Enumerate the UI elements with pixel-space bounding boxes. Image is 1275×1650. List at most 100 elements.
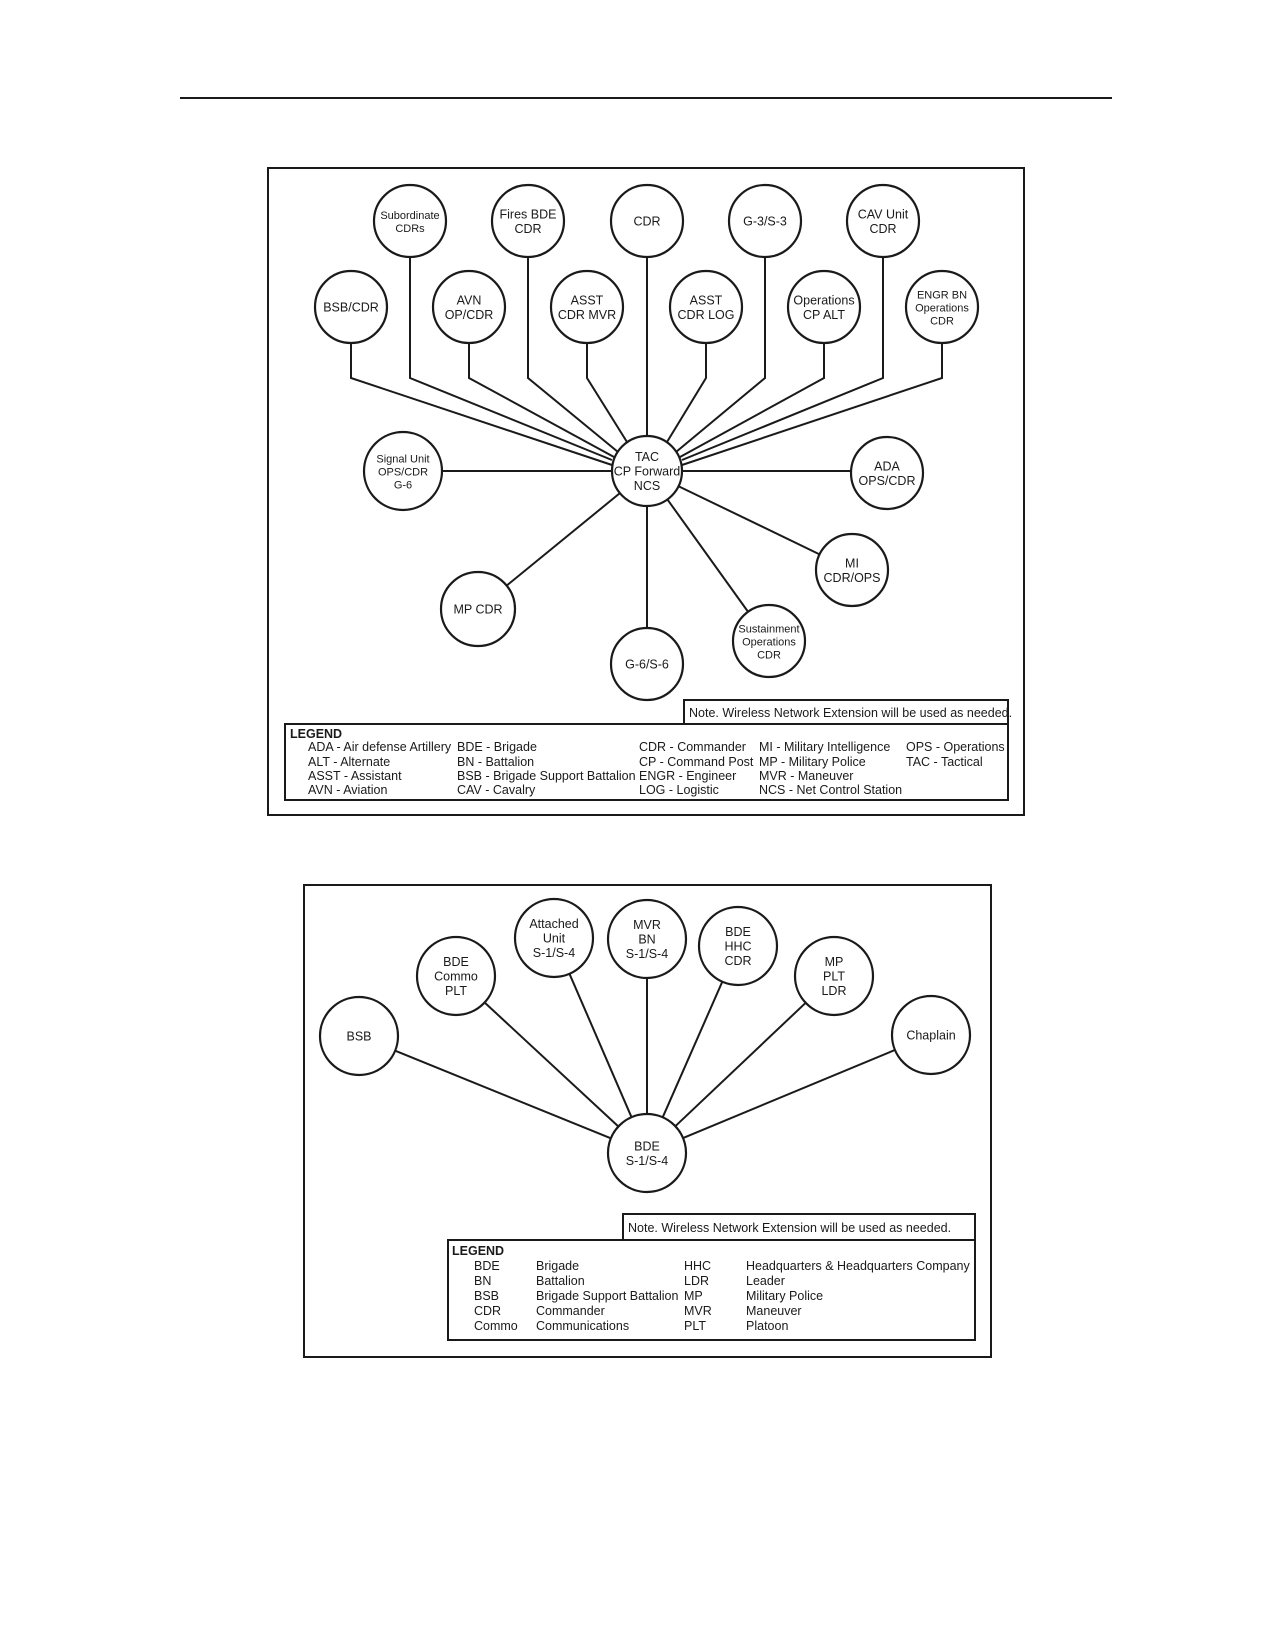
legend-entry: Headquarters & Headquarters Company xyxy=(746,1259,970,1273)
legend-title: LEGEND xyxy=(452,1244,504,1258)
legend-entry: ADA - Air defense Artillery xyxy=(308,740,452,754)
legend-entry: HHC xyxy=(684,1259,711,1273)
legend-entry: OPS - Operations xyxy=(906,740,1005,754)
legend-entry: LOG - Logistic xyxy=(639,783,719,797)
node-label-line: OPS/CDR xyxy=(859,474,916,488)
node-label-line: G-3/S-3 xyxy=(743,215,787,229)
edge-attached-unit xyxy=(568,973,633,1118)
node-label-line: CDR xyxy=(757,650,781,662)
legend-entry: Leader xyxy=(746,1274,785,1288)
node-label-line: G-6/S-6 xyxy=(625,658,669,672)
node-label-line: OPS/CDR xyxy=(378,467,428,479)
edge-chaplain xyxy=(682,1049,896,1139)
node-label-line: ASST xyxy=(690,293,723,307)
node-label-line: Unit xyxy=(543,932,566,946)
node-label-line: Operations xyxy=(742,637,796,649)
legend-entry: NCS - Net Control Station xyxy=(759,783,902,797)
legend-entry: Military Police xyxy=(746,1289,823,1303)
node-circle xyxy=(890,994,972,1076)
node-mp-cdr: MP CDR xyxy=(439,570,517,648)
node-label-line: S-1/S-4 xyxy=(626,947,668,961)
diagram2-note: Note. Wireless Network Extension will be… xyxy=(622,1213,976,1241)
diagram2-nodes: BDES-1/S-4BSBBDECommoPLTAttachedUnitS-1/… xyxy=(318,897,972,1194)
node-circle xyxy=(610,434,684,508)
legend-entry: Brigade Support Battalion xyxy=(536,1289,679,1303)
node-label-line: G-6 xyxy=(394,480,412,492)
node-bsb-cdr: BSB/CDR xyxy=(313,269,389,345)
diagram1-frame xyxy=(267,167,1025,816)
legend-entry: Brigade xyxy=(536,1259,579,1273)
legend-title: LEGEND xyxy=(290,727,342,741)
legend-entry: MI - Military Intelligence xyxy=(759,740,890,754)
legend-entry: Maneuver xyxy=(746,1304,802,1318)
edge-cav-unit-cdr xyxy=(681,257,884,461)
node-label-line: CDR MVR xyxy=(558,308,616,322)
edge-bde-commo-plt xyxy=(483,1001,620,1128)
legend-entries: BDEBNBSBCDRCommoBrigadeBattalionBrigade … xyxy=(474,1259,970,1333)
edge-mp-cdr xyxy=(506,492,621,587)
diagram1-note: Note. Wireless Network Extension will be… xyxy=(683,699,1012,725)
edge-operations-cp-alt xyxy=(679,343,825,458)
legend-box xyxy=(284,723,1009,801)
node-circle xyxy=(793,935,875,1017)
edge-bsb xyxy=(394,1049,612,1140)
node-circle xyxy=(415,935,497,1017)
legend-entry: Communications xyxy=(536,1319,629,1333)
edge-avn-op-cdr xyxy=(468,343,615,458)
node-circle xyxy=(609,626,685,702)
node-label-line: PLT xyxy=(823,970,845,984)
node-label-line: MP CDR xyxy=(453,603,502,617)
diagram-bde-s1s4-network: BDES-1/S-4BSBBDECommoPLTAttachedUnitS-1/… xyxy=(303,884,992,1358)
node-circle xyxy=(697,905,779,987)
node-label-line: TAC xyxy=(635,450,659,464)
node-label-line: CP ALT xyxy=(803,308,845,322)
node-label-line: Operations xyxy=(915,303,969,315)
edge-g3-s3 xyxy=(675,257,766,453)
legend-entry: BDE xyxy=(474,1259,500,1273)
edge-bsb-cdr xyxy=(350,343,613,466)
legend-entry: CAV - Cavalry xyxy=(457,783,536,797)
node-label-line: CDRs xyxy=(395,223,425,235)
edge-engr-bn-operations-cdr xyxy=(681,343,943,466)
node-circle xyxy=(904,269,980,345)
node-circle xyxy=(606,898,688,980)
node-circle xyxy=(609,183,685,259)
legend-entry: BSB - Brigade Support Battalion xyxy=(457,769,636,783)
node-chaplain: Chaplain xyxy=(890,994,972,1076)
edge-bde-hhc-cdr xyxy=(661,981,724,1118)
edge-asst-cdr-mvr xyxy=(586,343,628,443)
legend-entry: BN - Battalion xyxy=(457,755,534,769)
diagram2-legend: LEGEND BDEBNBSBCDRCommoBrigadeBattalionB… xyxy=(447,1239,976,1341)
legend-entry: MVR xyxy=(684,1304,712,1318)
node-label-line: Commo xyxy=(434,970,478,984)
node-circle xyxy=(372,183,448,259)
edge-mi-cdr-ops xyxy=(678,485,821,556)
node-label-line: MI xyxy=(845,556,859,570)
node-label-line: CDR xyxy=(514,222,541,236)
edge-sustainment-operations-cdr xyxy=(666,498,749,613)
node-label-line: Operations xyxy=(793,293,854,307)
legend-entry: ALT - Alternate xyxy=(308,755,390,769)
node-label-line: Signal Unit xyxy=(376,454,429,466)
legend-entry: Battalion xyxy=(536,1274,585,1288)
node-label-line: CDR/OPS xyxy=(824,571,881,585)
node-label-line: S-1/S-4 xyxy=(626,1154,668,1168)
legend-entry: BN xyxy=(474,1274,491,1288)
node-circle xyxy=(727,183,803,259)
node-label-line: MP xyxy=(825,955,844,969)
node-circle xyxy=(431,269,507,345)
node-circle xyxy=(731,603,807,679)
node-label-line: BSB/CDR xyxy=(323,301,379,315)
